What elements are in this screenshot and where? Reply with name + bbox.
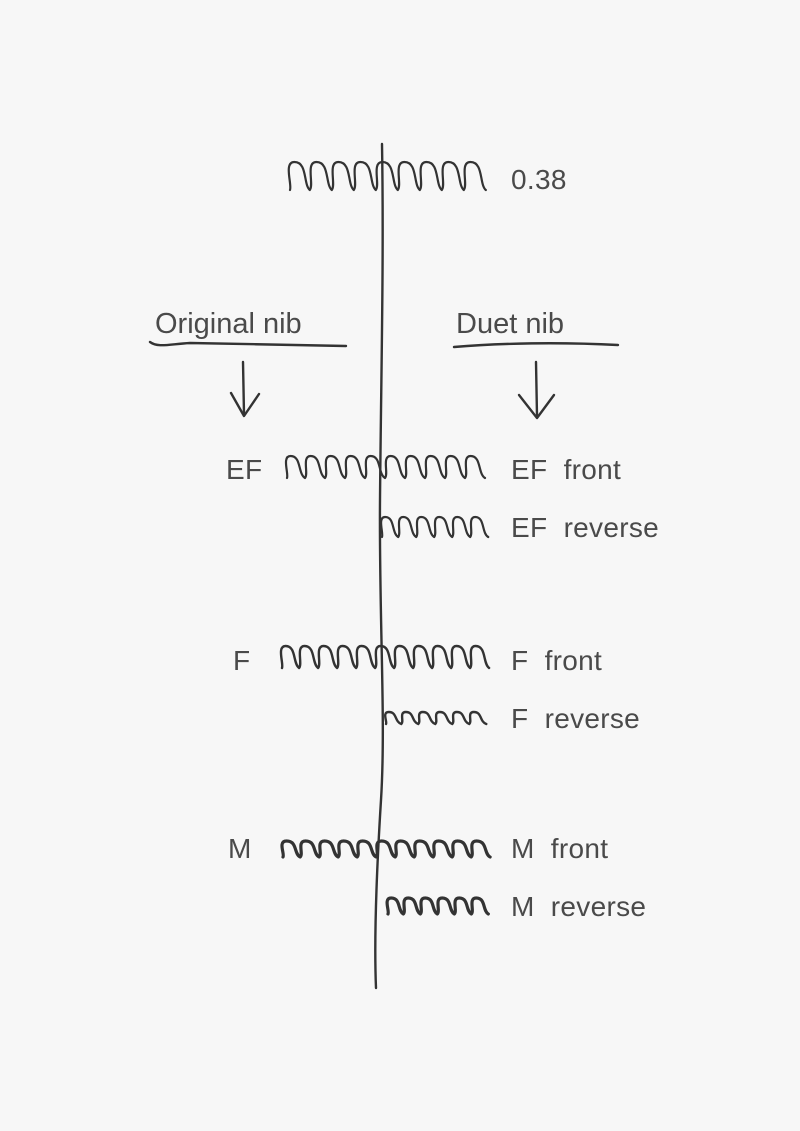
duet-nib-label: M front — [511, 835, 608, 863]
sample-stroke-f-original-front — [279, 644, 491, 670]
duet-nib-size: F — [511, 703, 529, 734]
duet-nib-label: F front — [511, 647, 602, 675]
duet-nib-side: reverse — [563, 512, 660, 543]
center-divider-line — [374, 142, 385, 990]
line-width-label: 0.38 — [511, 164, 567, 195]
original-nib-ef-label: EF — [226, 454, 263, 485]
duet-nib-side: front — [544, 645, 603, 676]
duet-nib-label: M reverse — [511, 893, 646, 921]
duet-nib-size: F — [511, 645, 529, 676]
down-arrow-icon — [229, 360, 261, 418]
original-nib-f-label: F — [233, 645, 251, 676]
duet-nib-size: M — [511, 833, 535, 864]
duet-nib-label: EF front — [511, 456, 621, 484]
down-arrow-icon — [517, 360, 556, 420]
original-nib-header: Original nib — [155, 308, 302, 340]
original-nib-underline — [148, 340, 348, 348]
duet-nib-size: M — [511, 891, 535, 922]
sample-stroke-ef-original-front — [284, 454, 487, 480]
duet-nib-size: EF — [511, 512, 548, 543]
duet-nib-underline — [452, 342, 620, 349]
duet-nib-label: F reverse — [511, 705, 640, 733]
sample-stroke-f-reverse — [384, 710, 488, 726]
sample-stroke-m-original-front — [280, 839, 492, 859]
duet-nib-side: front — [563, 454, 622, 485]
duet-nib-side: front — [550, 833, 609, 864]
sample-stroke-ef-reverse — [379, 515, 490, 539]
original-nib-m-label: M — [228, 833, 252, 864]
sample-stroke-0-38 — [287, 160, 487, 192]
duet-nib-side: reverse — [544, 703, 641, 734]
duet-nib-header: Duet nib — [456, 308, 565, 340]
sample-stroke-m-reverse — [385, 896, 490, 916]
duet-nib-label: EF reverse — [511, 514, 659, 542]
duet-nib-side: reverse — [550, 891, 647, 922]
duet-nib-size: EF — [511, 454, 548, 485]
